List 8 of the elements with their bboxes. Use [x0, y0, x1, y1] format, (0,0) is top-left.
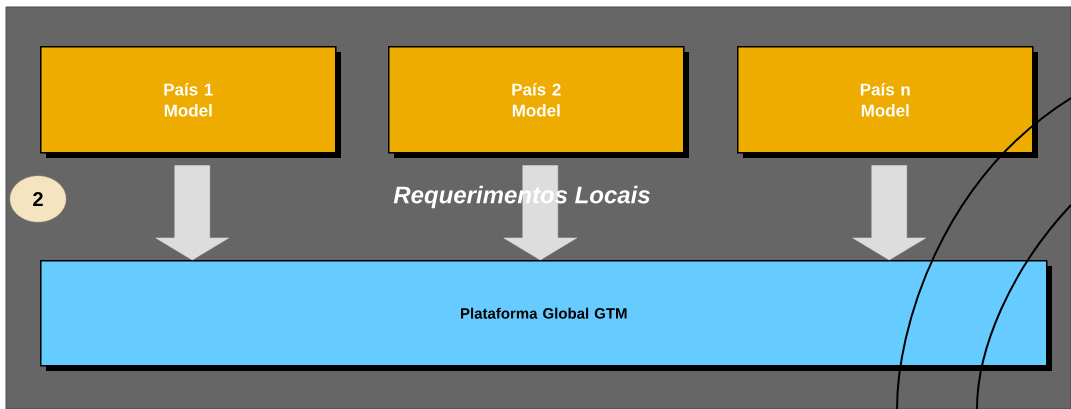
block-arrow: [852, 165, 926, 261]
model-box: País 2 Model: [388, 46, 689, 158]
callout-number: 2: [9, 175, 67, 223]
model-box: País n Model: [737, 46, 1038, 158]
model-box: País 1 Model: [40, 46, 341, 158]
platform-box: Plataforma Global GTM: [40, 260, 1052, 371]
block-arrow: [155, 165, 229, 261]
block-arrow: [503, 165, 577, 261]
